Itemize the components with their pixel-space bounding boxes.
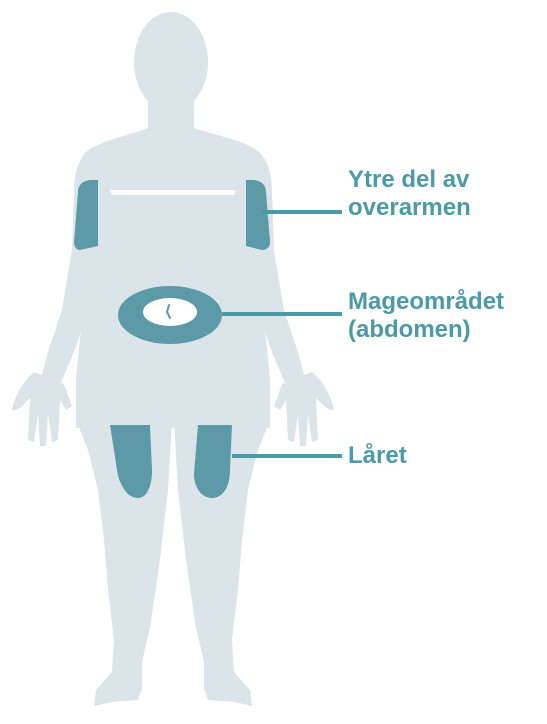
head — [134, 12, 208, 112]
left-hand — [12, 372, 72, 446]
navel-area — [143, 298, 197, 326]
thigh-label: Låret — [348, 442, 407, 470]
upper-arm-label-line2: overarmen — [348, 194, 471, 222]
body-silhouette — [12, 12, 334, 706]
right-thigh-site — [194, 425, 232, 498]
right-hand — [274, 372, 334, 446]
upper-arm-label-line1: Ytre del av — [348, 166, 471, 194]
thigh-label-line1: Låret — [348, 442, 407, 470]
upper-arm-label: Ytre del av overarmen — [348, 166, 471, 222]
abdomen-label-line2: (abdomen) — [348, 316, 504, 344]
abdomen-label-line1: Mageområdet — [348, 288, 504, 316]
abdomen-label: Mageområdet (abdomen) — [348, 288, 504, 344]
